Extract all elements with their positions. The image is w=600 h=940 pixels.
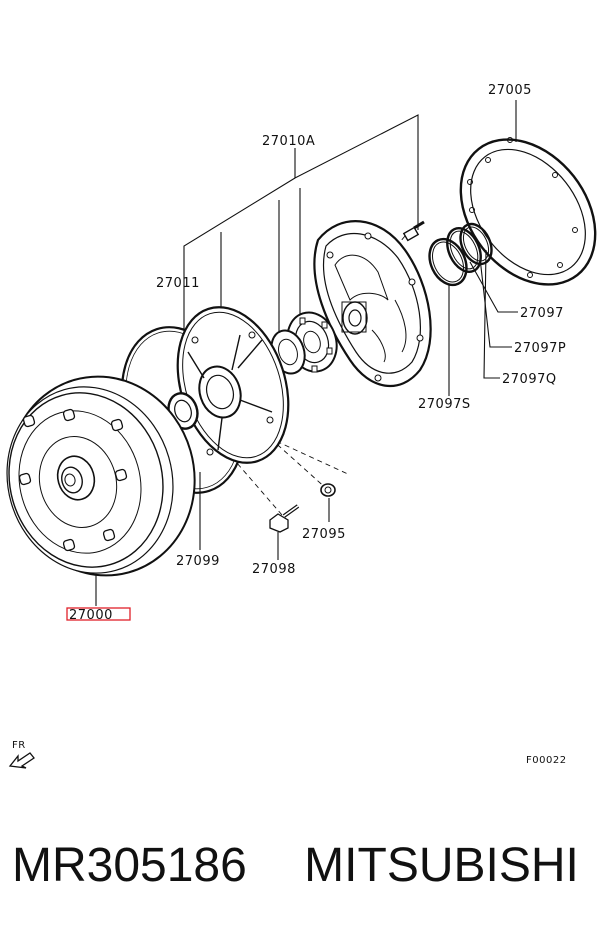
washer-27095 bbox=[320, 483, 336, 497]
label-27005: 27005 bbox=[488, 83, 532, 98]
front-arrow-icon bbox=[8, 752, 35, 769]
label-27097q: 27097Q bbox=[502, 372, 557, 387]
seal-rings bbox=[428, 222, 493, 287]
figure-code: F00022 bbox=[526, 755, 567, 766]
label-27011: 27011 bbox=[156, 276, 200, 291]
label-27010a: 27010A bbox=[262, 134, 315, 149]
pump-bolt bbox=[402, 220, 425, 242]
label-27098: 27098 bbox=[252, 562, 296, 577]
label-27097s: 27097S bbox=[418, 397, 471, 412]
label-27097p: 27097P bbox=[514, 341, 566, 356]
highlight-box bbox=[66, 607, 131, 621]
part-number: MR305186 bbox=[12, 839, 247, 892]
pump-gasket bbox=[459, 137, 597, 286]
label-27000: 27000 bbox=[69, 608, 113, 623]
footer: MR305186 MITSUBISHI bbox=[12, 838, 592, 908]
alignment-lines bbox=[229, 235, 406, 516]
stator-plate bbox=[176, 306, 290, 464]
brand-name: MITSUBISHI bbox=[304, 839, 579, 892]
fr-label: FR bbox=[12, 740, 26, 751]
label-27095: 27095 bbox=[302, 527, 346, 542]
pump-gears bbox=[270, 311, 338, 375]
label-27099: 27099 bbox=[176, 554, 220, 569]
torque-converter bbox=[6, 375, 196, 577]
leader-lines bbox=[95, 100, 518, 606]
bolt-27098 bbox=[269, 504, 300, 533]
label-27097: 27097 bbox=[520, 306, 564, 321]
